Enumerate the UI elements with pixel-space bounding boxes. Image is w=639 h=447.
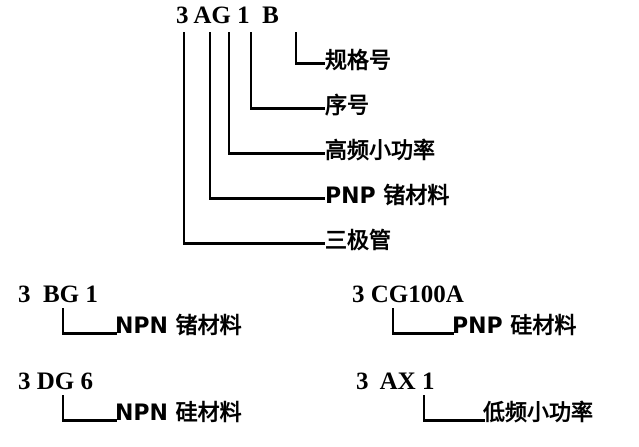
example-label-3dg6: NPN 硅材料	[115, 401, 242, 426]
leader-vertical-serial-number	[250, 32, 252, 109]
example-label-3bg1: NPN 锗材料	[115, 314, 242, 339]
callout-label-material: PNP 锗材料	[325, 184, 450, 209]
callout-label-serial-number: 序号	[325, 94, 370, 119]
callout-label-spec-number: 规格号	[325, 49, 392, 74]
main-code-label: 3 AG 1 B	[176, 2, 279, 29]
example-code-3bg1: 3 BG 1	[18, 281, 98, 308]
example-label-3ax1: 低频小功率	[483, 401, 594, 426]
example-code-3cg100a: 3 CG100A	[352, 281, 464, 308]
example-label-3cg100a: PNP 硅材料	[452, 314, 577, 339]
leader-horizontal-example-3dg6	[62, 419, 117, 422]
leader-vertical-material	[209, 32, 211, 199]
example-code-3ax1: 3 AX 1	[356, 368, 435, 395]
leader-horizontal-electrodes	[183, 242, 325, 245]
leader-horizontal-category	[228, 152, 325, 155]
leader-horizontal-spec-number	[295, 62, 325, 65]
leader-horizontal-serial-number	[250, 107, 325, 110]
leader-vertical-example-3dg6	[62, 395, 64, 421]
leader-horizontal-material	[209, 197, 325, 200]
example-code-3dg6: 3 DG 6	[18, 368, 93, 395]
leader-vertical-spec-number	[295, 32, 297, 64]
leader-horizontal-example-3cg100a	[392, 332, 454, 335]
leader-vertical-example-3cg100a	[392, 308, 394, 334]
leader-vertical-electrodes	[183, 32, 185, 244]
callout-label-category: 高频小功率	[325, 139, 436, 164]
leader-vertical-example-3bg1	[62, 308, 64, 334]
leader-vertical-category	[228, 32, 230, 154]
leader-vertical-example-3ax1	[423, 395, 425, 421]
leader-horizontal-example-3bg1	[62, 332, 117, 335]
callout-label-electrodes: 三极管	[325, 229, 392, 254]
leader-horizontal-example-3ax1	[423, 419, 485, 422]
